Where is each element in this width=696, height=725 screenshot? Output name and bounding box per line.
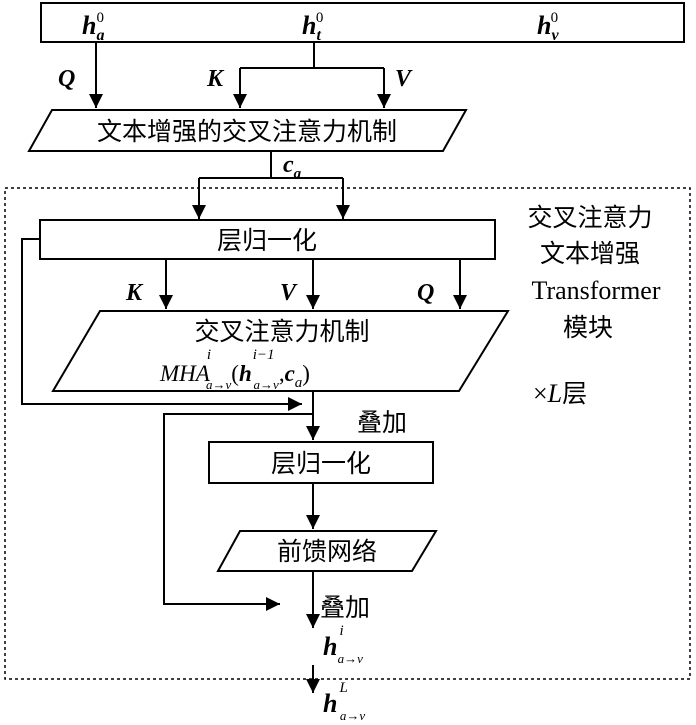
module-title-line-1: 交叉注意力 (527, 203, 652, 232)
layer-norm-2-box (208, 441, 434, 484)
cross-attention-box (51, 310, 510, 392)
feed-forward-box (216, 530, 438, 572)
module-title-line-4: 模块 (563, 313, 613, 342)
input-hv: hv0 (537, 10, 559, 44)
module-title-line-2: 文本增强 (540, 239, 640, 268)
label-k-inner: K (125, 280, 144, 306)
label-k-top: K (206, 66, 225, 92)
transformer-module-border (4, 187, 691, 680)
input-box (40, 2, 685, 43)
residual-connection-2 (163, 413, 313, 611)
layer-norm-1-label: 层归一化 (217, 226, 317, 255)
text-enhanced-cross-attention-label: 文本增强的交叉注意力机制 (97, 117, 397, 146)
label-ca: ca (283, 152, 302, 182)
layer-norm-1-box (39, 219, 496, 260)
label-v-top: V (395, 66, 413, 92)
add-1-label: 叠加 (357, 408, 407, 437)
input-ha: ha0 (82, 10, 104, 44)
text-enhanced-cross-attention-box (27, 109, 468, 152)
label-q-inner: Q (417, 280, 434, 306)
label-q-top: Q (58, 66, 75, 92)
cross-attention-label: 交叉注意力机制 (194, 317, 369, 346)
residual-connection-1 (21, 238, 302, 411)
feed-forward-label: 前馈网络 (277, 537, 377, 566)
input-ht: ht0 (302, 10, 323, 44)
repeat-label: ×L层 (533, 379, 587, 408)
module-title-line-3: Transformer (531, 276, 660, 305)
label-v-inner: V (280, 280, 298, 306)
layer-norm-2-label: 层归一化 (271, 449, 371, 478)
add-2-label: 叠加 (320, 593, 370, 622)
